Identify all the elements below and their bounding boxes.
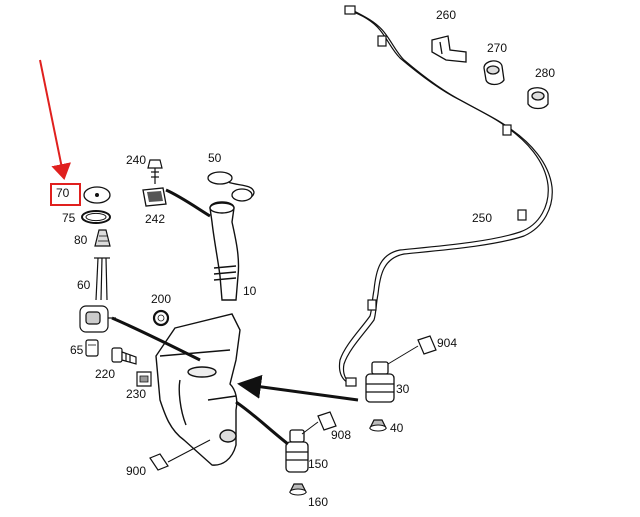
label-260: 260 (436, 8, 457, 22)
leader-lines (111, 188, 289, 446)
part-900-connector[interactable] (149, 439, 211, 471)
leader-150-to-tank (235, 400, 289, 446)
part-70-cap[interactable] (83, 186, 111, 204)
part-904-connector[interactable] (387, 335, 437, 365)
highlight-box (50, 183, 81, 206)
label-40: 40 (390, 421, 404, 435)
part-260-bracket[interactable] (431, 35, 467, 63)
label-160: 160 (308, 495, 329, 509)
label-80: 80 (74, 233, 88, 247)
label-250: 250 (472, 211, 493, 225)
part-908-connector[interactable] (301, 411, 337, 435)
label-240: 240 (126, 153, 147, 167)
label-908: 908 (331, 428, 352, 442)
part-60-level-sensor[interactable] (79, 257, 116, 333)
leader-30-to-tank (237, 374, 359, 402)
label-230: 230 (126, 387, 147, 401)
label-150: 150 (308, 457, 329, 471)
label-280: 280 (535, 66, 556, 80)
highlight-arrow (39, 59, 72, 180)
part-65-plug[interactable] (85, 339, 99, 357)
part-80-grommet[interactable] (94, 229, 111, 247)
part-220-bolt[interactable] (111, 347, 137, 365)
leader-60-to-tank (111, 316, 201, 362)
label-75: 75 (62, 211, 76, 225)
part-230-clip[interactable] (136, 371, 152, 387)
part-250-hose[interactable] (338, 5, 553, 387)
label-65: 65 (70, 343, 84, 357)
label-10: 10 (243, 284, 257, 298)
part-200-oring[interactable] (152, 309, 170, 327)
label-242: 242 (145, 212, 166, 226)
label-70: 70 (56, 186, 70, 200)
part-40-grommet[interactable] (369, 419, 387, 432)
label-220: 220 (95, 367, 116, 381)
label-50: 50 (208, 151, 222, 165)
part-75-seal[interactable] (81, 210, 111, 224)
label-200: 200 (151, 292, 172, 306)
label-900: 900 (126, 464, 147, 478)
part-10-reservoir[interactable] (155, 201, 241, 466)
part-30-pump[interactable] (365, 361, 395, 403)
part-160-grommet[interactable] (289, 483, 307, 496)
label-270: 270 (487, 41, 508, 55)
label-60: 60 (77, 278, 91, 292)
part-280-clamp[interactable] (527, 87, 549, 110)
part-150-pump[interactable] (285, 429, 309, 473)
part-50-filler-cap[interactable] (207, 171, 255, 202)
leader-242-to-neck (165, 188, 211, 218)
part-240-screw[interactable] (147, 159, 163, 184)
part-270-clamp[interactable] (483, 60, 505, 86)
part-242-clip[interactable] (142, 187, 167, 207)
label-904: 904 (437, 336, 458, 350)
label-30: 30 (396, 382, 410, 396)
